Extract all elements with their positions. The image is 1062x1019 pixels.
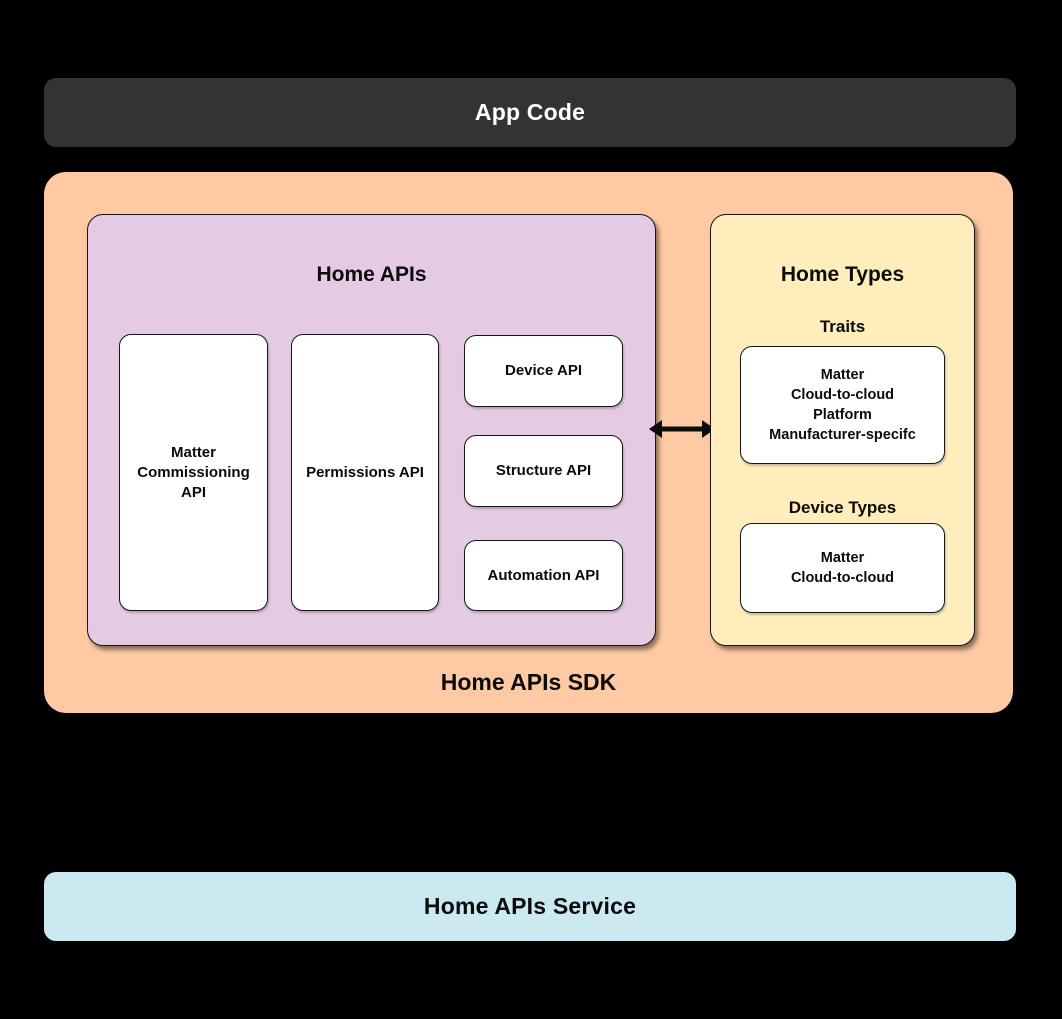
home-apis-service-label: Home APIs Service bbox=[423, 893, 637, 919]
permissions-api-label: Permissions API bbox=[306, 463, 424, 481]
bidirectional-arrow-icon bbox=[649, 420, 715, 438]
device-type-item: Cloud-to-cloud bbox=[790, 570, 895, 586]
structure-api-label: Structure API bbox=[495, 462, 592, 479]
trait-item: Cloud-to-cloud bbox=[790, 387, 895, 403]
device-type-item: Matter bbox=[820, 550, 865, 566]
trait-item: Matter bbox=[820, 367, 865, 383]
traits-box: Matter Cloud-to-cloud Platform Manufactu… bbox=[740, 346, 945, 464]
device-api-label: Device API bbox=[505, 362, 582, 379]
app-code-label: App Code bbox=[474, 99, 586, 125]
matter-commissioning-api-label: Matter Commissioning API bbox=[137, 443, 250, 501]
trait-item: Platform bbox=[813, 407, 872, 423]
home-apis-title: Home APIs bbox=[316, 263, 427, 286]
app-code-block: App Code bbox=[44, 78, 1016, 147]
home-types-panel: Home Types Traits Matter Cloud-to-cloud … bbox=[710, 214, 975, 646]
automation-api-label: Automation API bbox=[487, 566, 600, 584]
home-apis-sdk-label: Home APIs SDK bbox=[440, 669, 617, 695]
trait-item: Manufacturer-specifc bbox=[769, 427, 916, 443]
traits-heading: Traits bbox=[819, 317, 866, 336]
device-types-heading: Device Types bbox=[788, 498, 897, 517]
automation-api-box: Automation API bbox=[464, 540, 623, 611]
permissions-api-box: Permissions API bbox=[291, 334, 439, 611]
home-apis-service-block: Home APIs Service bbox=[44, 872, 1016, 941]
structure-api-box: Structure API bbox=[464, 435, 623, 507]
device-types-box: Matter Cloud-to-cloud bbox=[740, 523, 945, 613]
home-types-title: Home Types bbox=[780, 263, 905, 286]
home-apis-sdk-block: Home APIs Matter Commissioning API Permi… bbox=[44, 172, 1013, 713]
home-apis-panel: Home APIs Matter Commissioning API Permi… bbox=[87, 214, 656, 646]
device-api-box: Device API bbox=[464, 335, 623, 407]
matter-commissioning-api-box: Matter Commissioning API bbox=[119, 334, 268, 611]
